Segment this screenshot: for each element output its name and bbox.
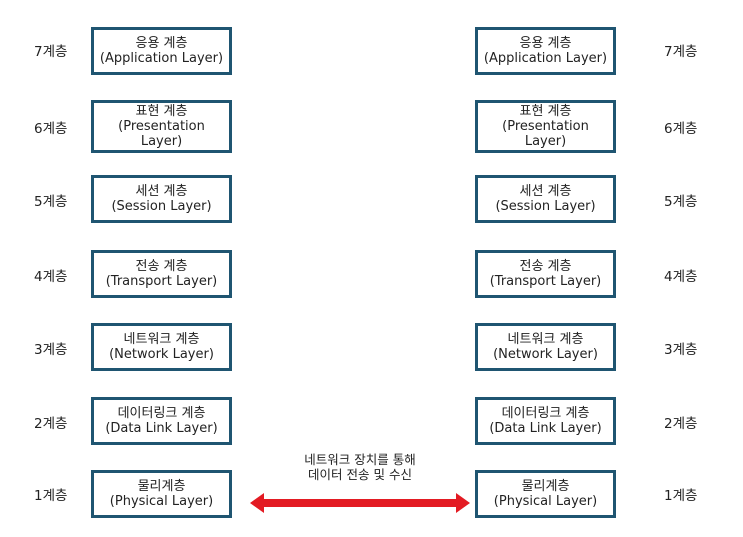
layer-name: 전송 계층 (519, 259, 572, 274)
left-level-label-7: 7계층 (34, 44, 68, 60)
right-transport-layer-box: 전송 계층 (Transport Layer) (475, 250, 616, 298)
layer-name: 세션 계층 (519, 184, 572, 199)
layer-name: 데이터링크 계층 (117, 406, 206, 421)
layer-name: 응용 계층 (519, 36, 572, 51)
right-application-layer-box: 응용 계층 (Application Layer) (475, 27, 616, 75)
layer-english-name: (Data Link Layer) (105, 421, 218, 436)
left-level-label-2: 2계층 (34, 416, 68, 432)
left-presentation-layer-box: 표현 계층 (Presentation Layer) (91, 100, 232, 153)
right-session-layer-box: 세션 계층 (Session Layer) (475, 175, 616, 223)
connection-caption: 네트워크 장치를 통해 데이터 전송 및 수신 (270, 452, 450, 482)
layer-english-name: (Physical Layer) (493, 494, 598, 509)
connection-caption-line-1: 네트워크 장치를 통해 (304, 452, 416, 467)
layer-english-name: (Network Layer) (493, 347, 598, 362)
double-arrow-shape (250, 493, 470, 513)
layer-english-name: (Session Layer) (111, 199, 212, 214)
layer-name: 네트워크 계층 (123, 332, 200, 347)
layer-name: 전송 계층 (135, 259, 188, 274)
left-session-layer-box: 세션 계층 (Session Layer) (91, 175, 232, 223)
layer-name: 네트워크 계층 (507, 332, 584, 347)
connection-caption-line-2: 데이터 전송 및 수신 (308, 467, 412, 482)
layer-name: 표현 계층 (135, 104, 188, 119)
layer-name: 물리계층 (137, 479, 186, 494)
left-level-label-5: 5계층 (34, 194, 68, 210)
layer-english-name: (Transport Layer) (489, 274, 602, 289)
left-level-label-3: 3계층 (34, 342, 68, 358)
layer-english-name: (Application Layer) (99, 51, 224, 66)
layer-name: 표현 계층 (519, 104, 572, 119)
right-physical-layer-box: 물리계층 (Physical Layer) (475, 470, 616, 518)
left-network-layer-box: 네트워크 계층 (Network Layer) (91, 323, 232, 371)
layer-english-name: (Data Link Layer) (489, 421, 602, 436)
right-level-label-1: 1계층 (664, 488, 698, 504)
left-application-layer-box: 응용 계층 (Application Layer) (91, 27, 232, 75)
layer-english-name: (Network Layer) (109, 347, 214, 362)
layer-english-name: (Application Layer) (483, 51, 608, 66)
layer-english-name: (Session Layer) (495, 199, 596, 214)
left-physical-layer-box: 물리계층 (Physical Layer) (91, 470, 232, 518)
right-level-label-7: 7계층 (664, 44, 698, 60)
layer-name: 데이터링크 계층 (501, 406, 590, 421)
left-transport-layer-box: 전송 계층 (Transport Layer) (91, 250, 232, 298)
left-level-label-6: 6계층 (34, 121, 68, 137)
right-level-label-6: 6계층 (664, 121, 698, 137)
right-level-label-2: 2계층 (664, 416, 698, 432)
layer-english-name: (Presentation Layer) (502, 119, 589, 149)
layer-english-name: (Presentation Layer) (118, 119, 205, 149)
layer-english-name: (Physical Layer) (109, 494, 214, 509)
layer-name: 세션 계층 (135, 184, 188, 199)
right-level-label-5: 5계층 (664, 194, 698, 210)
left-datalink-layer-box: 데이터링크 계층 (Data Link Layer) (91, 397, 232, 445)
left-level-label-1: 1계층 (34, 488, 68, 504)
right-network-layer-box: 네트워크 계층 (Network Layer) (475, 323, 616, 371)
right-datalink-layer-box: 데이터링크 계층 (Data Link Layer) (475, 397, 616, 445)
layer-name: 물리계층 (521, 479, 570, 494)
double-arrow-icon (250, 493, 470, 513)
right-level-label-4: 4계층 (664, 269, 698, 285)
left-level-label-4: 4계층 (34, 269, 68, 285)
right-presentation-layer-box: 표현 계층 (Presentation Layer) (475, 100, 616, 153)
layer-english-name: (Transport Layer) (105, 274, 218, 289)
right-level-label-3: 3계층 (664, 342, 698, 358)
layer-name: 응용 계층 (135, 36, 188, 51)
